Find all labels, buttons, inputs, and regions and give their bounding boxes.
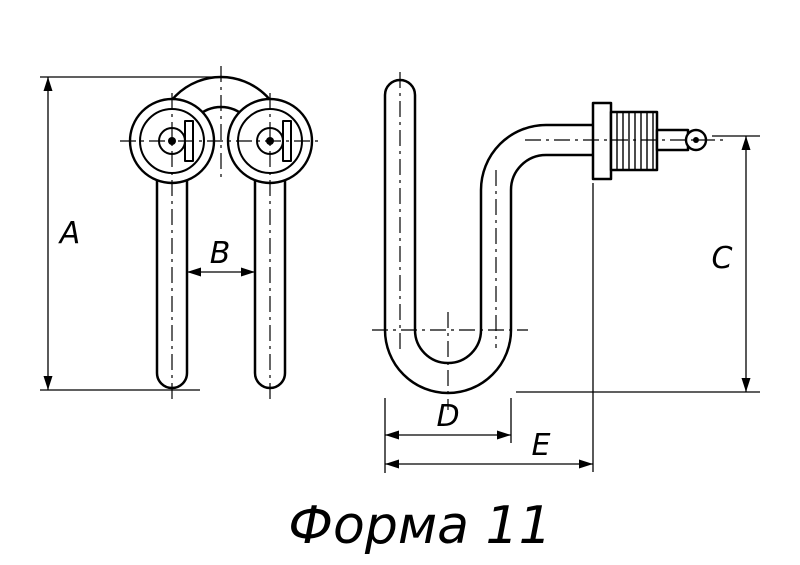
- front-view: A B: [40, 66, 322, 402]
- side-view: C D E: [372, 72, 760, 473]
- dim-label-E: E: [532, 428, 551, 463]
- terminal-fitting: [591, 101, 708, 181]
- dimension-E: E: [385, 183, 594, 472]
- dim-label-A: A: [58, 216, 81, 251]
- fitting-threaded-body: [609, 110, 659, 172]
- front-view-centerlines: [120, 66, 322, 402]
- thread-lines: [616, 112, 654, 170]
- dimension-D: D: [384, 398, 512, 473]
- tube-body: [383, 78, 602, 395]
- dim-label-D: D: [436, 399, 459, 434]
- side-view-centerlines: [372, 72, 725, 410]
- dimension-B: B: [187, 236, 255, 277]
- dim-label-C: C: [712, 241, 733, 276]
- fitting-flange-plate: [591, 101, 613, 181]
- dimension-A: A: [40, 76, 216, 391]
- fitting-eyelet-hole: [693, 137, 699, 143]
- drawing-title: Форма 11: [288, 496, 551, 556]
- dimension-C: C: [516, 135, 760, 393]
- dim-label-B: B: [210, 236, 231, 271]
